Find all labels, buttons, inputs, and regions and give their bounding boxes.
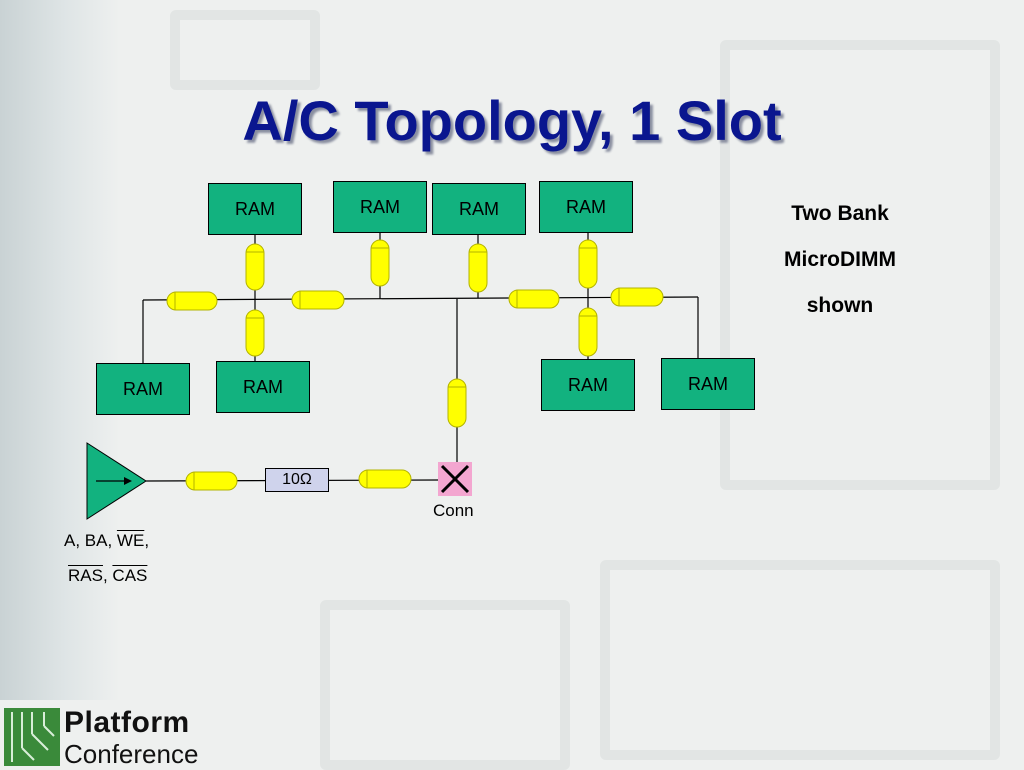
ram-chip: RAM <box>216 361 310 413</box>
trace-segment <box>358 469 412 489</box>
trace-segment <box>468 243 488 293</box>
ram-chip: RAM <box>432 183 526 235</box>
signal-text: , <box>102 566 113 585</box>
connector-label: Conn <box>433 501 474 520</box>
background-trace <box>170 10 320 90</box>
signal-cas-bar: CAS <box>112 566 148 585</box>
background-texture <box>0 0 120 700</box>
note-line: Two Bank <box>791 202 889 225</box>
logo-emblem-icon <box>4 708 60 766</box>
connector-icon <box>438 462 472 496</box>
signal-text: A, BA, <box>64 531 117 550</box>
signal-ras-bar: RAS <box>68 566 103 585</box>
trace-segment <box>245 243 265 291</box>
platform-conference-logo: Platform Conference <box>4 706 224 769</box>
slide-title: A/C Topology, 1 Slot <box>242 89 782 152</box>
note-line: MicroDIMM <box>784 248 896 271</box>
trace-segment <box>578 307 598 357</box>
background-trace <box>320 600 570 770</box>
signal-we-bar: WE <box>116 531 145 550</box>
series-resistor: 10Ω <box>265 468 329 492</box>
trace-segment <box>447 378 467 428</box>
trace-segment <box>245 309 265 357</box>
trace-segment <box>166 291 218 311</box>
trace-segment <box>508 289 560 309</box>
note-line: shown <box>806 294 874 317</box>
logo-line1: Platform <box>64 706 190 739</box>
trace-segment <box>291 290 345 310</box>
trace-segment <box>578 239 598 289</box>
trace-segment <box>185 471 238 491</box>
driver-signals-line1: A, BA, WE, <box>64 531 149 551</box>
trace-segment <box>610 287 664 307</box>
driver-signals-line2: RAS, CAS <box>68 566 147 586</box>
ram-chip: RAM <box>208 183 302 235</box>
ram-chip: RAM <box>333 181 427 233</box>
background-trace <box>600 560 1000 760</box>
signal-text: , <box>144 531 150 550</box>
ram-chip: RAM <box>541 359 635 411</box>
logo-line2: Conference <box>64 739 199 769</box>
trace-segment <box>370 239 390 287</box>
ram-chip: RAM <box>661 358 755 410</box>
ram-chip: RAM <box>96 363 190 415</box>
ram-chip: RAM <box>539 181 633 233</box>
background-trace <box>720 40 1000 490</box>
